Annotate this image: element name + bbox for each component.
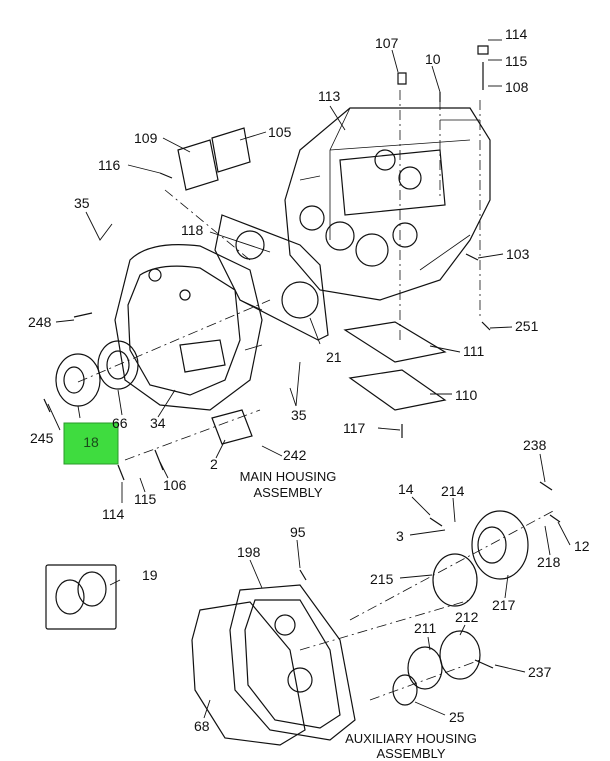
gasket-66	[97, 340, 139, 390]
callout-248: 248	[28, 314, 52, 330]
callout-218: 218	[537, 554, 561, 570]
cover-plate-110	[348, 369, 447, 411]
gasket-68	[191, 601, 306, 746]
callout-14: 14	[398, 481, 414, 497]
callout-107: 107	[375, 35, 399, 51]
callout-34: 34	[150, 415, 166, 431]
gasket-215	[432, 553, 478, 607]
callout-217: 217	[492, 597, 516, 613]
callout-238: 238	[523, 437, 547, 453]
callout-117: 117	[343, 420, 366, 436]
callout-108: 108	[505, 79, 529, 95]
callout-251: 251	[515, 318, 539, 334]
cover-plate-111	[343, 321, 447, 363]
cover-217	[471, 510, 529, 580]
callout-118: 118	[181, 222, 204, 238]
seal-25	[392, 674, 418, 706]
cover-2	[211, 409, 253, 445]
main-housing-113	[284, 107, 491, 301]
callout-115-bottom: 115	[134, 491, 157, 507]
cover-212	[439, 630, 481, 680]
gasket-211	[407, 646, 443, 690]
callout-242: 242	[283, 447, 307, 463]
callout-214: 214	[441, 483, 465, 499]
callout-215: 215	[370, 571, 394, 587]
callout-3: 3	[396, 528, 404, 544]
callout-237: 237	[528, 664, 552, 680]
callout-25: 25	[449, 709, 465, 725]
callout-114-top: 114	[505, 26, 528, 42]
aux-housing-caption-line1: AUXILIARY HOUSING	[345, 731, 477, 746]
callout-21: 21	[326, 349, 342, 365]
callout-115-top: 115	[505, 53, 528, 69]
callout-19: 19	[142, 567, 158, 583]
callout-109: 109	[134, 130, 158, 146]
callout-35-top: 35	[74, 195, 90, 211]
bearing-cover-18	[55, 353, 101, 407]
callout-245: 245	[30, 430, 54, 446]
phantom-lines	[77, 90, 556, 701]
callout-111: 111	[463, 343, 484, 359]
assembly-captions: MAIN HOUSING ASSEMBLY AUXILIARY HOUSING …	[240, 469, 477, 761]
callout-103: 103	[506, 246, 530, 262]
pto-cover-105	[211, 127, 251, 173]
callout-198: 198	[237, 544, 261, 560]
callout-2: 2	[210, 456, 218, 472]
clutch-housing-34	[114, 244, 263, 411]
callout-113: 113	[318, 88, 341, 104]
callout-116: 116	[98, 157, 121, 173]
highlight-part-18[interactable]: 18	[63, 422, 119, 465]
leader-lines	[47, 39, 571, 719]
ring-kit-19	[45, 564, 117, 630]
callout-66: 66	[112, 415, 128, 431]
main-housing-caption-line1: MAIN HOUSING	[240, 469, 337, 484]
callout-35-bottom: 35	[291, 407, 307, 423]
callout-12: 12	[574, 538, 590, 554]
callout-110: 110	[455, 387, 478, 403]
callout-68: 68	[194, 718, 210, 734]
callout-labels: 107 10 114 115 108 113 109 105 116 35 11…	[28, 26, 590, 734]
aux-housing-caption-line2: ASSEMBLY	[376, 746, 445, 761]
main-housing-caption-line2: ASSEMBLY	[253, 485, 322, 500]
callout-105: 105	[268, 124, 292, 140]
gasket-21	[214, 214, 329, 341]
callout-114-bottom: 114	[102, 506, 125, 522]
pto-cover-109	[177, 139, 219, 191]
callout-18: 18	[83, 434, 99, 450]
callout-212: 212	[455, 609, 479, 625]
callout-95: 95	[290, 524, 306, 540]
callout-106: 106	[163, 477, 187, 493]
callout-10: 10	[425, 51, 441, 67]
callout-211: 211	[414, 620, 437, 636]
